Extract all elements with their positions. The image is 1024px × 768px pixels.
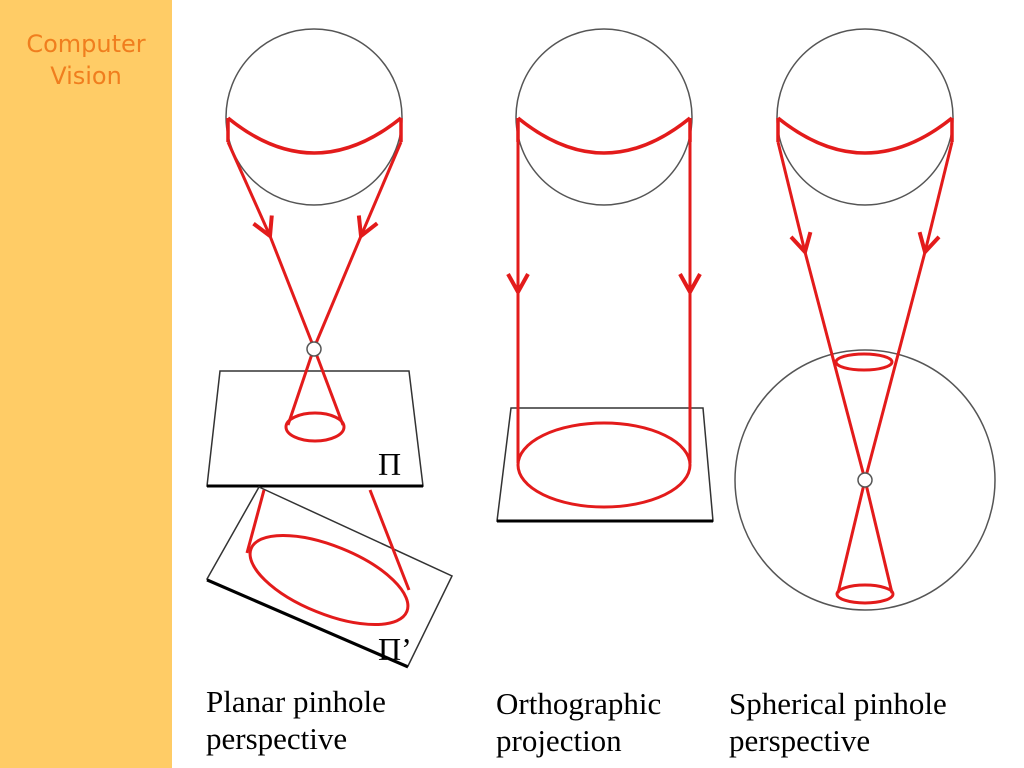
object-sphere-1 — [225, 28, 403, 206]
tilted-plane-pi-prime — [205, 486, 454, 667]
plane-label-pi-prime: Π’ — [378, 631, 412, 667]
cone-right-3 — [863, 479, 894, 594]
orthographic-diagram — [496, 28, 714, 523]
cone-right-1 — [312, 347, 345, 426]
sphere-entry-ellipse — [834, 352, 894, 372]
caption-orthographic-line1: Orthographic — [496, 686, 662, 721]
image-ellipse-pi-prime — [248, 533, 410, 627]
object-cap-arc-2 — [516, 116, 692, 155]
spherical-pinhole-diagram — [734, 28, 996, 611]
ray-left-3 — [776, 141, 805, 252]
caption-planar: Planar pinhole perspective — [206, 683, 386, 757]
title-line-1: Computer — [26, 30, 146, 58]
caption-orthographic: Orthographic projection — [496, 685, 661, 759]
caption-planar-line1: Planar pinhole — [206, 684, 386, 719]
tilted-cone-right — [368, 489, 411, 591]
tilted-cone-left — [245, 489, 266, 554]
ray-left-1b — [268, 235, 316, 349]
sphere-image-ellipse — [835, 583, 895, 605]
ray-left-3b — [803, 251, 867, 481]
ray-right-3 — [925, 141, 954, 252]
ray-left-1 — [226, 141, 270, 236]
image-sphere — [734, 349, 996, 611]
object-sphere-2 — [515, 28, 693, 206]
image-ellipse-pi — [284, 411, 346, 443]
cone-left-1 — [286, 347, 316, 426]
title-line-2: Vision — [50, 62, 122, 90]
caption-planar-line2: perspective — [206, 721, 348, 756]
caption-spherical: Spherical pinhole perspective — [729, 685, 947, 759]
object-sphere-3 — [776, 28, 954, 206]
plane-label-pi: Π — [378, 446, 401, 482]
slide-title: Computer Vision — [0, 28, 172, 92]
sidebar: Computer Vision — [0, 0, 172, 768]
ray-right-1 — [361, 141, 403, 236]
tilted-plane-edge — [206, 578, 409, 669]
caption-spherical-line2: perspective — [729, 723, 871, 758]
object-cap-arc-1 — [226, 116, 403, 155]
ray-right-1b — [312, 235, 363, 349]
planar-pinhole-diagram: Π Π’ — [205, 28, 454, 669]
ray-right-3b — [863, 251, 927, 481]
object-cap-arc-3 — [776, 116, 954, 155]
ortho-image-ellipse — [516, 421, 692, 509]
pinhole-1 — [306, 341, 322, 357]
cone-left-3 — [836, 479, 867, 594]
pinhole-3 — [857, 472, 873, 488]
caption-spherical-line1: Spherical pinhole — [729, 686, 947, 721]
ortho-image-plane — [496, 407, 714, 522]
caption-orthographic-line2: projection — [496, 723, 622, 758]
